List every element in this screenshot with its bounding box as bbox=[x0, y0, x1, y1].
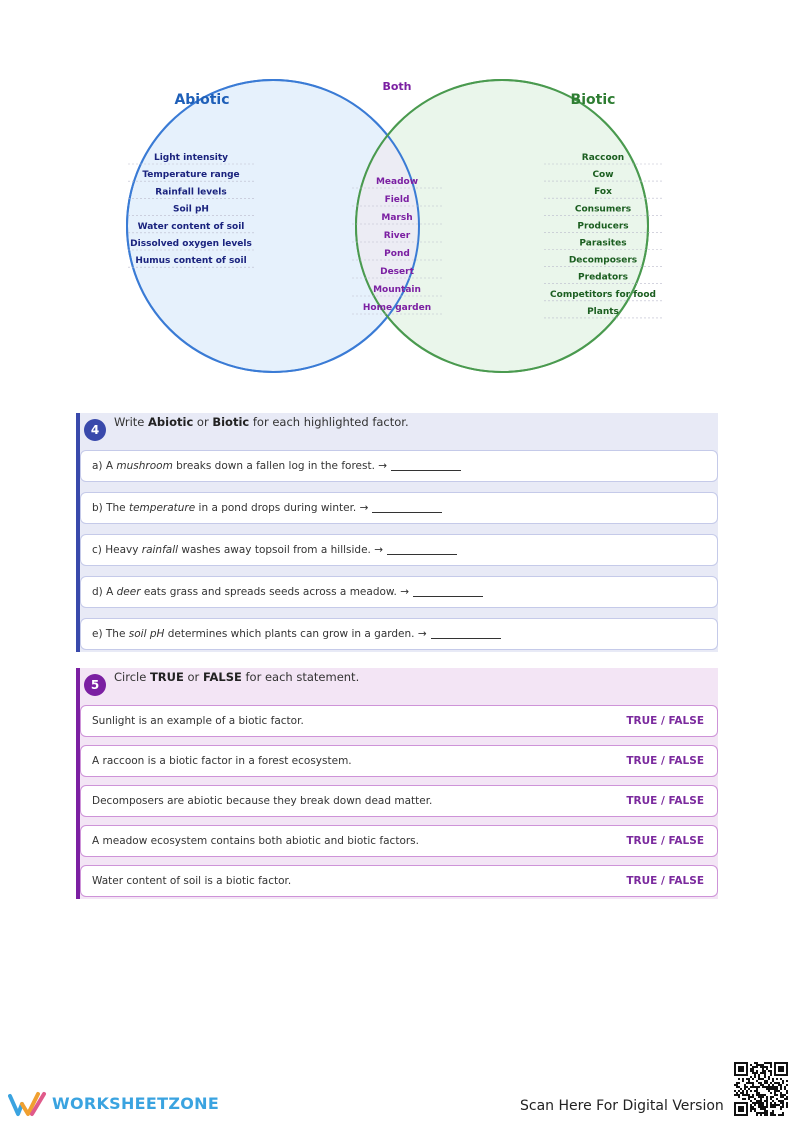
biotic-circle-outline bbox=[355, 79, 649, 373]
question-text: e) The soil pH determines which plants c… bbox=[92, 628, 501, 640]
abiotic-title: Abiotic bbox=[174, 92, 229, 108]
true-false-choice[interactable]: TRUE / FALSE bbox=[626, 835, 704, 847]
statement-text: Decomposers are abiotic because they bre… bbox=[92, 795, 433, 807]
biotic-item: Competitors for food bbox=[550, 290, 656, 300]
answer-blank[interactable] bbox=[413, 586, 484, 597]
statement-row: Sunlight is an example of a biotic facto… bbox=[80, 705, 718, 737]
question-row: c) Heavy rainfall washes away topsoil fr… bbox=[80, 534, 718, 566]
statement-row: Water content of soil is a biotic factor… bbox=[80, 865, 718, 897]
question-row: b) The temperature in a pond drops durin… bbox=[80, 492, 718, 524]
biotic-item: Predators bbox=[578, 273, 628, 283]
both-item: River bbox=[384, 231, 411, 241]
statement-text: A raccoon is a biotic factor in a forest… bbox=[92, 755, 352, 767]
statement-text: A meadow ecosystem contains both abiotic… bbox=[92, 835, 419, 847]
answer-blank[interactable] bbox=[430, 628, 501, 639]
both-item: Marsh bbox=[381, 213, 412, 223]
question-row: a) A mushroom breaks down a fallen log i… bbox=[80, 450, 718, 482]
abiotic-item: Rainfall levels bbox=[155, 187, 226, 197]
scan-text: Scan Here For Digital Version bbox=[520, 1098, 724, 1114]
biotic-title: Biotic bbox=[571, 92, 616, 108]
abiotic-item: Temperature range bbox=[142, 170, 239, 180]
question-text: d) A deer eats grass and spreads seeds a… bbox=[92, 586, 484, 598]
abiotic-item: Light intensity bbox=[154, 153, 228, 163]
abiotic-circle-outline bbox=[126, 79, 420, 373]
abiotic-item: Dissolved oxygen levels bbox=[130, 239, 252, 249]
abiotic-item: Soil pH bbox=[173, 205, 209, 215]
both-item: Pond bbox=[384, 249, 410, 259]
biotic-item: Consumers bbox=[575, 204, 631, 214]
biotic-item: Decomposers bbox=[569, 256, 637, 266]
section-4-number: 4 bbox=[84, 419, 106, 441]
question-text: a) A mushroom breaks down a fallen log i… bbox=[92, 460, 462, 472]
section-5-accent-bar bbox=[76, 668, 80, 899]
question-row: e) The soil pH determines which plants c… bbox=[80, 618, 718, 650]
worksheetzone-logo[interactable]: WORKSHEETZONE bbox=[8, 1090, 219, 1118]
biotic-item: Raccoon bbox=[582, 153, 624, 163]
logo-text: WORKSHEETZONE bbox=[52, 1094, 220, 1113]
abiotic-item: Water content of soil bbox=[138, 222, 245, 232]
biotic-item: Parasites bbox=[579, 239, 626, 249]
biotic-item: Fox bbox=[594, 187, 612, 197]
biotic-item: Cow bbox=[592, 170, 613, 180]
question-text: c) Heavy rainfall washes away topsoil fr… bbox=[92, 544, 458, 556]
logo-icon bbox=[8, 1092, 46, 1116]
section-4-header: 4 Write Abiotic or Biotic for each highl… bbox=[80, 413, 718, 449]
answer-blank[interactable] bbox=[387, 544, 458, 555]
qr-code-icon[interactable] bbox=[734, 1062, 788, 1116]
venn-diagram: Abiotic Biotic Both Light intensityTempe… bbox=[126, 79, 662, 373]
true-false-choice[interactable]: TRUE / FALSE bbox=[626, 715, 704, 727]
answer-blank[interactable] bbox=[391, 460, 462, 471]
abiotic-item: Humus content of soil bbox=[135, 256, 246, 266]
both-item: Meadow bbox=[376, 177, 418, 187]
statement-text: Water content of soil is a biotic factor… bbox=[92, 875, 292, 887]
true-false-choice[interactable]: TRUE / FALSE bbox=[626, 795, 704, 807]
section-4-accent-bar bbox=[76, 413, 80, 652]
section-5-number: 5 bbox=[84, 674, 106, 696]
true-false-choice[interactable]: TRUE / FALSE bbox=[626, 875, 704, 887]
statement-row: Decomposers are abiotic because they bre… bbox=[80, 785, 718, 817]
both-title: Both bbox=[382, 80, 411, 93]
statement-row: A meadow ecosystem contains both abiotic… bbox=[80, 825, 718, 857]
section-4-instructions: Write Abiotic or Biotic for each highlig… bbox=[114, 415, 409, 429]
biotic-item: Plants bbox=[587, 307, 619, 317]
section-4: 4 Write Abiotic or Biotic for each highl… bbox=[76, 413, 718, 652]
biotic-items: RaccoonCowFoxConsumersProducersParasites… bbox=[544, 153, 662, 319]
true-false-choice[interactable]: TRUE / FALSE bbox=[626, 755, 704, 767]
question-row: d) A deer eats grass and spreads seeds a… bbox=[80, 576, 718, 608]
both-item: Home garden bbox=[363, 303, 431, 313]
statement-text: Sunlight is an example of a biotic facto… bbox=[92, 715, 304, 727]
both-items: MeadowFieldMarshRiverPondDesertMountainH… bbox=[352, 177, 442, 315]
both-item: Mountain bbox=[373, 285, 421, 295]
both-item: Field bbox=[385, 195, 410, 205]
section-5-instructions: Circle TRUE or FALSE for each statement. bbox=[114, 670, 360, 684]
biotic-item: Producers bbox=[577, 221, 628, 231]
statement-row: A raccoon is a biotic factor in a forest… bbox=[80, 745, 718, 777]
answer-blank[interactable] bbox=[372, 502, 443, 513]
both-item: Desert bbox=[380, 267, 414, 277]
section-5: 5 Circle TRUE or FALSE for each statemen… bbox=[76, 668, 718, 899]
section-5-header: 5 Circle TRUE or FALSE for each statemen… bbox=[80, 668, 718, 704]
question-text: b) The temperature in a pond drops durin… bbox=[92, 502, 443, 514]
